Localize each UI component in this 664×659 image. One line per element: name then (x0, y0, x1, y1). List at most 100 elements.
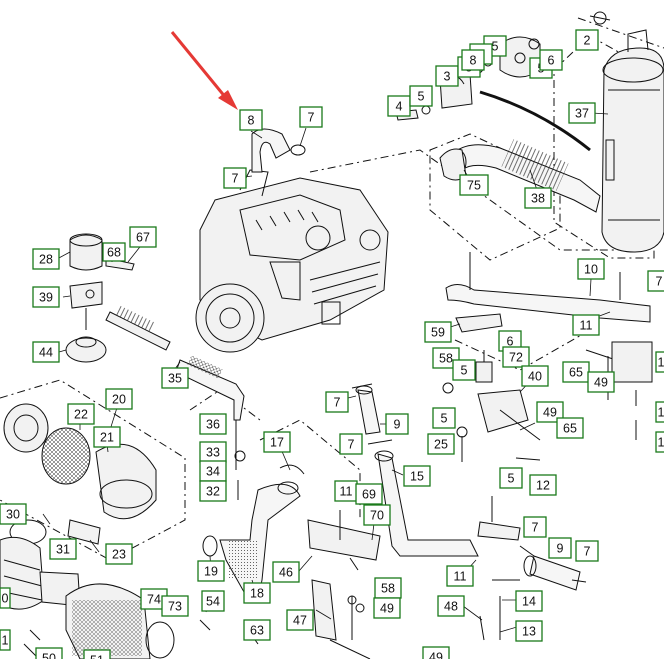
callout-box (403, 465, 431, 487)
engine (195, 128, 389, 353)
callout-number: 8 (248, 114, 255, 128)
callout-box (499, 467, 523, 489)
callout-box (363, 504, 391, 526)
callout-number: 8 (470, 54, 477, 68)
callout-l67: 67 (129, 226, 157, 248)
callout-box (272, 561, 300, 583)
callout-number: 13 (522, 625, 536, 639)
callout-l31: 31 (49, 538, 77, 560)
callout-number: 63 (250, 624, 264, 638)
lower-center-brackets (199, 420, 381, 659)
red-arrow (170, 31, 238, 110)
callout-l7c: 7 (647, 270, 664, 292)
callout-number: 30 (6, 508, 20, 522)
callout-box (239, 109, 263, 131)
callout-number: 48 (444, 600, 458, 614)
callout-box (515, 590, 543, 612)
callout-l5f: 5 (432, 407, 456, 429)
callout-l0: 0 (0, 587, 11, 609)
callout-number: 0 (2, 592, 9, 606)
callout-number: 19 (204, 565, 218, 579)
callout-box (587, 371, 615, 393)
callout-number: 70 (370, 509, 384, 523)
callout-l44: 44 (32, 341, 60, 363)
callout-number: 15 (410, 470, 424, 484)
callout-number: 46 (279, 566, 293, 580)
callout-l74: 74 (140, 588, 168, 610)
callout-number: 2 (584, 34, 591, 48)
callout-box (243, 619, 271, 641)
callout-l68: 68 (102, 242, 126, 262)
callout-l7e: 7 (339, 433, 363, 455)
callout-number: 35 (168, 372, 182, 386)
callout-number: 59 (431, 326, 445, 340)
callout-number: 9 (394, 418, 401, 432)
callout-number: 4 (396, 100, 403, 114)
callout-box (515, 620, 543, 642)
callout-box (502, 346, 530, 368)
callout-number: 5 (492, 40, 499, 54)
callout-l3: 3 (435, 65, 459, 87)
callout-l19: 19 (197, 560, 225, 582)
callout-box (325, 391, 349, 413)
callout-box (32, 248, 60, 270)
callout-l7d: 7 (325, 391, 349, 413)
callout-number: 69 (362, 488, 376, 502)
air-cleaner (0, 403, 175, 659)
callout-number: 36 (206, 418, 220, 432)
callout-box (568, 102, 596, 124)
callout-number: 49 (543, 406, 557, 420)
callout-number: 38 (531, 192, 545, 206)
callout-number: 5 (418, 90, 425, 104)
callout-l65a: 65 (562, 361, 590, 383)
callout-box (524, 187, 552, 209)
callout-l9a: 9 (385, 413, 409, 435)
callout-number: 10 (584, 263, 598, 277)
callout-box (199, 480, 227, 502)
callout-box (102, 242, 126, 262)
callout-number: 33 (206, 446, 220, 460)
callout-box (201, 590, 225, 612)
callout-number: 68 (107, 246, 121, 260)
callout-box (539, 49, 563, 71)
callout-l5a: 5 (409, 85, 433, 107)
callout-box (461, 49, 485, 71)
callout-box (655, 431, 664, 453)
callout-l75: 75 (459, 174, 489, 196)
callout-l1c: 1 (655, 431, 664, 453)
callout-box (263, 431, 291, 453)
callout-l22: 22 (67, 403, 95, 425)
callout-number: 7 (532, 521, 539, 535)
callout-box (105, 543, 133, 565)
callout-box (452, 359, 476, 381)
callout-l11b: 11 (334, 480, 358, 502)
callout-l35: 35 (161, 367, 189, 389)
callout-l7a: 7 (299, 106, 323, 128)
callout-box (129, 226, 157, 248)
callout-box (339, 433, 363, 455)
callout-l48: 48 (437, 595, 465, 617)
callout-number: 72 (509, 351, 523, 365)
callout-box (529, 474, 557, 496)
callout-l14: 14 (515, 590, 543, 612)
callout-box (105, 388, 133, 410)
callout-l50: 50 (35, 647, 63, 659)
callout-number: 25 (434, 438, 448, 452)
callout-box (0, 587, 11, 609)
callout-number: 12 (536, 479, 550, 493)
intake-hoses (202, 383, 479, 594)
callout-number: 65 (569, 366, 583, 380)
callout-number: 34 (206, 465, 220, 479)
callout-l47: 47 (286, 609, 314, 631)
callout-number: 7 (308, 111, 315, 125)
callout-l8a: 8 (461, 49, 485, 71)
callout-box (521, 365, 549, 387)
callout-box (199, 413, 227, 435)
callout-box (575, 29, 599, 51)
callout-box (427, 433, 455, 455)
callout-l17: 17 (263, 431, 291, 453)
callout-l11a: 11 (572, 314, 600, 336)
callout-box (67, 403, 95, 425)
callout-l7f: 7 (523, 516, 547, 538)
